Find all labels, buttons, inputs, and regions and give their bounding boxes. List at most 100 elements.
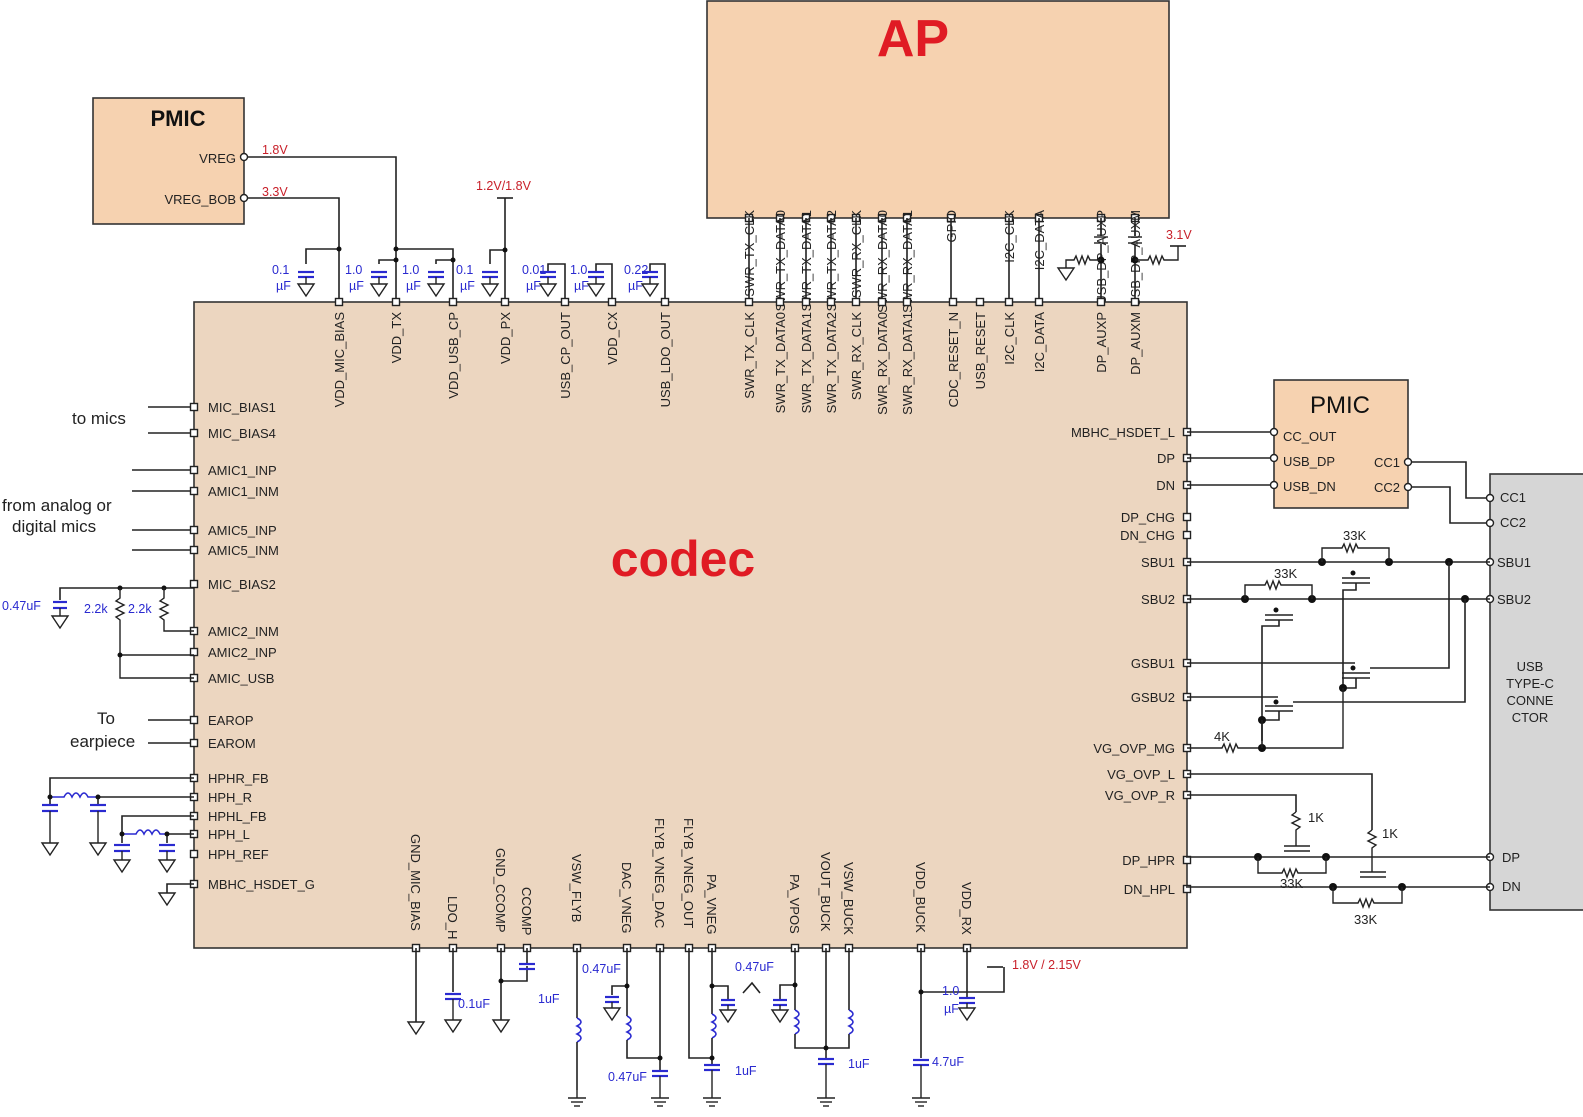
ap-pin-label: SWR_RX_DATA0 (875, 210, 890, 313)
codec-left-pin (189, 715, 199, 725)
codec-top-pin (801, 297, 811, 307)
codec-top-pin (775, 297, 785, 307)
codec-right-pin (1182, 530, 1192, 540)
codec-bottom-pin-label: FLYB_VNEG_OUT (681, 818, 696, 928)
ap-pin-label: SWR_RX_CLK (849, 210, 864, 298)
bottom-power-network (407, 948, 1005, 1107)
note-to-earpiece-2: earpiece (70, 732, 135, 751)
cap-value: 1.0 (345, 263, 362, 277)
pa-caps-label: 0.47uF (735, 960, 774, 974)
vout-buck-cap-label: 1uF (848, 1057, 870, 1071)
codec-top-pin-label: VDD_MIC_BIAS (332, 312, 347, 408)
codec-top-pin-label: I2C_DATA (1032, 312, 1047, 373)
codec-right-pin-label: VG_OVP_MG (1093, 741, 1175, 756)
note-from-mics-1: from analog or (2, 496, 112, 515)
codec-left-pin-label: HPHL_FB (208, 809, 267, 824)
codec-top-pin-label: SWR_TX_DATA2 (824, 312, 839, 413)
codec-top-pin-label: VDD_PX (498, 312, 513, 364)
codec-left-pin-label: AMIC2_INP (208, 645, 277, 660)
note-to-mics: to mics (72, 409, 126, 428)
codec-top-pin (877, 297, 887, 307)
ap-pin-label: SWR_RX_DATA1 (900, 210, 915, 313)
ap-pin-label: SWR_TX_DATA2 (824, 210, 839, 311)
codec-right-pin-label: GSBU2 (1131, 690, 1175, 705)
dp-dn-switch-network (1186, 773, 1490, 909)
codec-left-pin-label: MIC_BIAS2 (208, 577, 276, 592)
codec-top-pin-label: SWR_RX_DATA1 (900, 312, 915, 415)
dp-res-label: 33K (1280, 876, 1303, 891)
cap-unit: µF (574, 279, 589, 293)
note-to-earpiece-1: To (97, 709, 115, 728)
codec-top-pin (334, 297, 344, 307)
dac-cap-top-label: 0.47uF (582, 962, 621, 976)
codec-bottom-pin-label: LDO_H (445, 896, 460, 939)
dp-gate-res-label: 1K (1308, 810, 1324, 825)
codec-right-pin-label: DP (1157, 451, 1175, 466)
codec-bottom-pin-label: DAC_VNEG (619, 862, 634, 934)
codec-left-pin (189, 486, 199, 496)
voltage-aux: 3.1V (1166, 228, 1192, 242)
pa-vneg-cap-label: 1uF (735, 1064, 757, 1078)
codec-top-pin-label: SWR_RX_DATA0 (875, 312, 890, 415)
codec-left-pin (189, 545, 199, 555)
mic-bias2-network (51, 585, 194, 679)
codec-top-pin-label: USB_CP_OUT (558, 312, 573, 399)
codec-top-pin-label: DP_AUXM (1128, 312, 1143, 375)
codec-top-pin (448, 297, 458, 307)
codec-right-pin (1182, 512, 1192, 522)
usb-label-line: CTOR (1512, 710, 1549, 725)
cap-unit: µF (460, 279, 475, 293)
codec-bottom-pin-label: VDD_BUCK (913, 862, 928, 933)
usb-label-line: CONNE (1507, 693, 1554, 708)
codec-bottom-pin-label: GND_MIC_BIAS (408, 834, 423, 931)
codec-left-pin (189, 738, 199, 748)
codec-top-pin (948, 297, 958, 307)
sbu2-res-label: 33K (1274, 566, 1297, 581)
codec-left-pin-label: HPH_L (208, 827, 250, 842)
codec-right-pin-label: DN (1156, 478, 1175, 493)
cap-unit: µF (276, 279, 291, 293)
cap-value: 0.01 (522, 263, 546, 277)
codec-top-pin (744, 297, 754, 307)
usb-connector-label: USB TYPE-C CONNE CTOR (1506, 659, 1554, 725)
vdd-rx-cap-value: 1.0 (942, 984, 959, 998)
codec-left-pin-label: HPHR_FB (208, 771, 269, 786)
dn-gate-res-label: 1K (1382, 826, 1398, 841)
codec-left-pin-label: AMIC1_INM (208, 484, 279, 499)
ap-block (706, 0, 1170, 219)
codec-bottom-pin-label: PA_VPOS (787, 874, 802, 934)
codec-left-pin-label: HPH_R (208, 790, 252, 805)
codec-top-pin-label: VDD_TX (389, 312, 404, 364)
codec-top-pin (607, 297, 617, 307)
codec-top-pin-label: CDC_RESET_N (946, 312, 961, 407)
pmic-pin-usb-dn: USB_DN (1283, 479, 1336, 494)
usb-label-line: USB (1517, 659, 1544, 674)
cap-value: 1.0 (570, 263, 587, 277)
pmic-pin-cc1: CC1 (1374, 455, 1400, 470)
sbu1-res-label: 33K (1343, 528, 1366, 543)
ap-pin-label: SWR_TX_DATA1 (799, 210, 814, 311)
decoupling-cap: 0.1 µF (272, 263, 316, 298)
usb-pin-dn: DN (1502, 879, 1521, 894)
cap-value: 0.1 (272, 263, 289, 277)
codec-top-pin-label: DP_AUXP (1094, 312, 1109, 373)
decoupling-cap: 1.0µF (402, 263, 446, 298)
codec-bottom-pin-label: GND_CCOMP (493, 848, 508, 933)
usb-pin-cc1: CC1 (1500, 490, 1526, 505)
vdd-buck-cap-label: 4.7uF (932, 1055, 964, 1069)
cap-unit: µF (349, 279, 364, 293)
voltage-vreg: 1.8V (262, 143, 288, 157)
codec-left-pin-label: EAROM (208, 736, 256, 751)
cap-unit: µF (406, 279, 421, 293)
codec-top-pin (500, 297, 510, 307)
ap-pin-label: GPIO (944, 210, 959, 243)
codec-right-pin-label: DN_HPL (1124, 882, 1175, 897)
dp-aux-network (1057, 225, 1186, 281)
mic-res1-label: 2.2k (84, 602, 108, 616)
codec-top-pin-label: SWR_RX_CLK (849, 312, 864, 400)
codec-bottom-pin-label: FLYB_VNEG_DAC (652, 818, 667, 928)
